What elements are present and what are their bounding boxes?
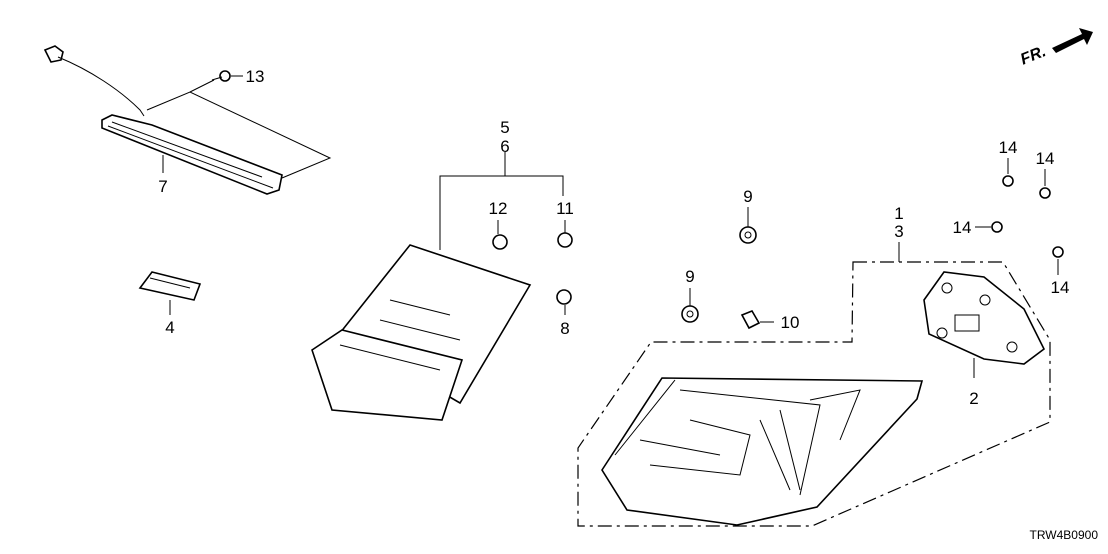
callout-9: 9 bbox=[743, 187, 752, 206]
callout-4: 4 bbox=[165, 318, 174, 337]
callout-2: 2 bbox=[969, 389, 978, 408]
callout-11: 11 bbox=[556, 199, 574, 218]
gasket[interactable] bbox=[923, 271, 1046, 365]
clip[interactable] bbox=[740, 310, 761, 330]
screw[interactable] bbox=[211, 70, 231, 82]
nut[interactable] bbox=[556, 289, 572, 305]
nut[interactable] bbox=[1002, 175, 1014, 187]
license-light[interactable] bbox=[138, 271, 202, 301]
nut[interactable] bbox=[991, 221, 1003, 233]
callout-14: 14 bbox=[953, 218, 972, 237]
drawing-code: TRW4B0900 bbox=[1030, 528, 1099, 542]
callout-6: 6 bbox=[500, 137, 509, 156]
callout-14: 14 bbox=[1036, 149, 1055, 168]
front-direction-arrow-icon bbox=[1052, 28, 1093, 53]
inner-tail-light[interactable] bbox=[311, 244, 532, 421]
callout-9: 9 bbox=[685, 267, 694, 286]
nut[interactable] bbox=[681, 305, 699, 323]
callout-10: 10 bbox=[781, 313, 800, 332]
callout-7: 7 bbox=[158, 177, 167, 196]
callout-12: 12 bbox=[489, 199, 508, 218]
leader-line bbox=[146, 79, 332, 179]
nut[interactable] bbox=[1039, 187, 1051, 199]
callout-5: 5 bbox=[500, 118, 509, 137]
callout-13: 13 bbox=[246, 67, 265, 86]
leader-line bbox=[439, 175, 564, 250]
assembly-boundary bbox=[577, 261, 1051, 527]
nut[interactable] bbox=[739, 226, 757, 244]
callout-8: 8 bbox=[560, 319, 569, 338]
callout-14: 14 bbox=[999, 138, 1018, 157]
high-mount-stop-light[interactable] bbox=[43, 45, 283, 195]
grommet[interactable] bbox=[492, 234, 508, 250]
nut[interactable] bbox=[557, 232, 573, 248]
nut[interactable] bbox=[1052, 246, 1064, 258]
callout-3: 3 bbox=[894, 222, 903, 241]
outer-tail-light[interactable] bbox=[601, 377, 924, 526]
front-marker-label: FR. bbox=[1018, 43, 1048, 68]
callout-1: 1 bbox=[894, 204, 903, 223]
callout-14: 14 bbox=[1051, 278, 1070, 297]
